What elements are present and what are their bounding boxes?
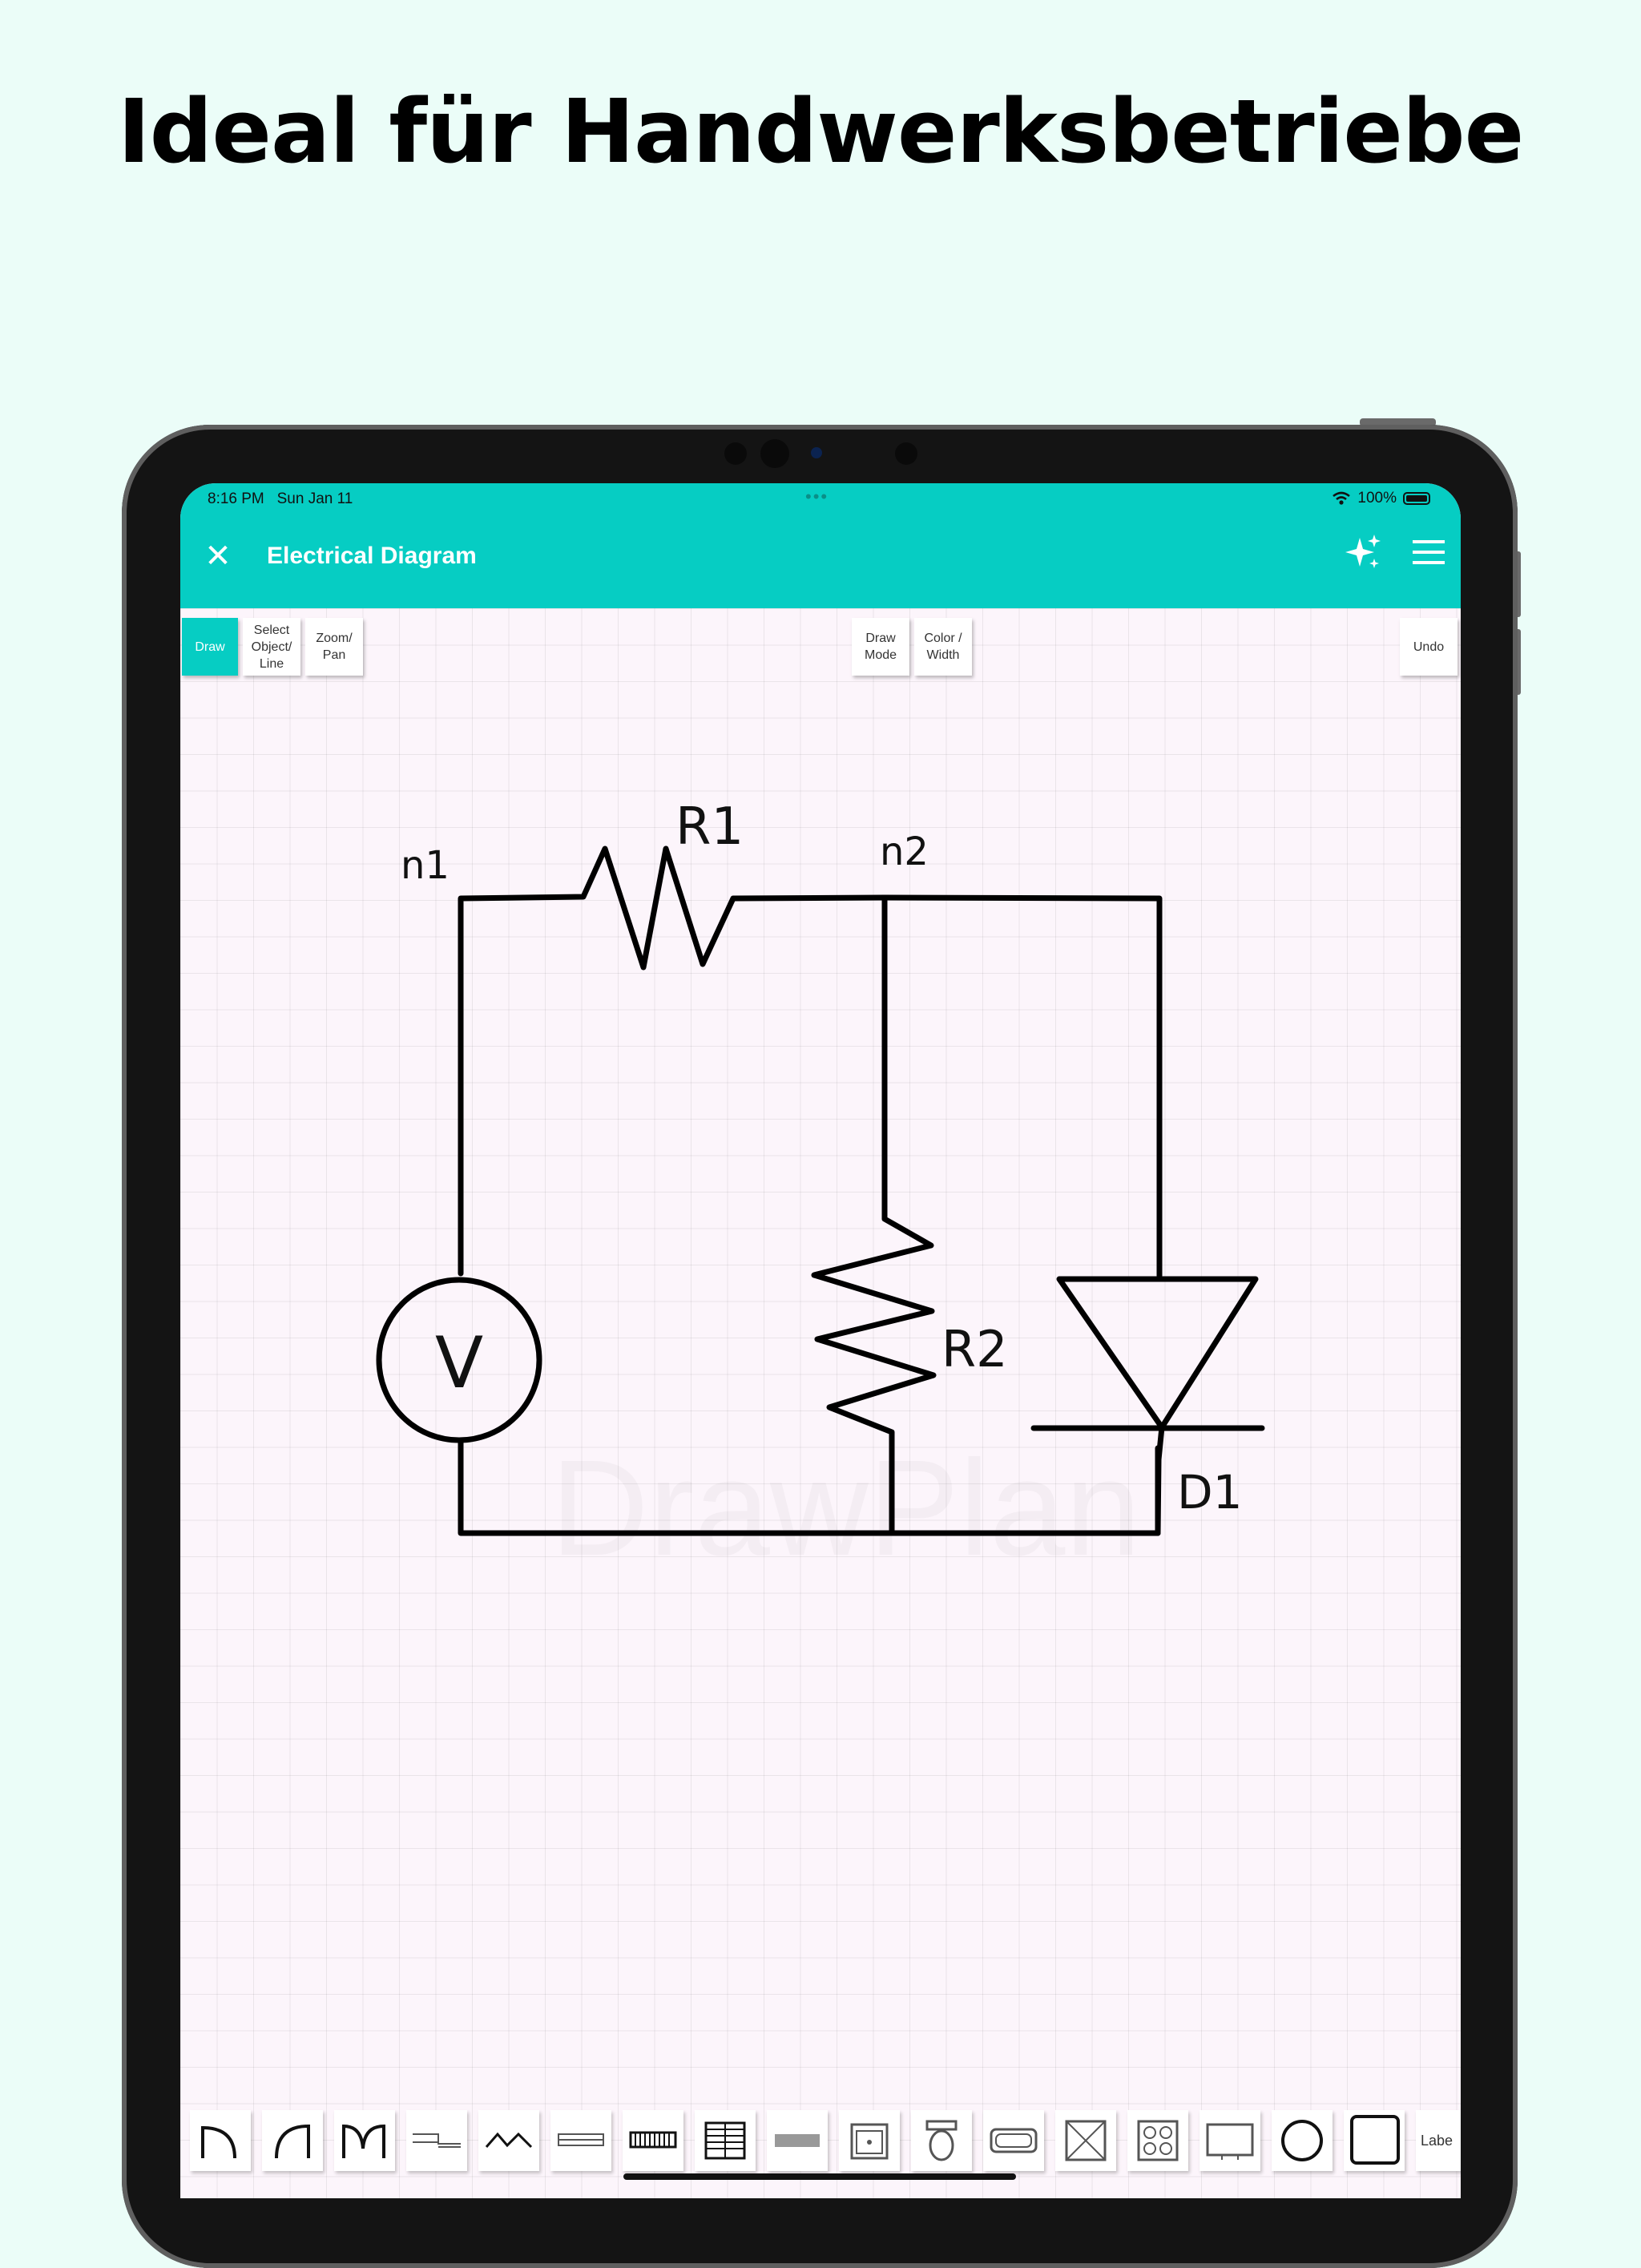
multitask-dots[interactable]: ••• (805, 486, 829, 506)
wire-bottom (458, 1439, 1161, 1536)
bar-icon[interactable] (767, 2110, 828, 2171)
sparkle-icon[interactable] (1342, 531, 1384, 573)
zigzag-icon[interactable] (478, 2110, 539, 2171)
volume-up-button (1514, 551, 1521, 617)
radiator-icon[interactable] (623, 2110, 683, 2171)
label-n2: n2 (880, 829, 929, 874)
app-title: Electrical Diagram (267, 543, 477, 569)
tool-select-button[interactable]: Select Object/ Line (243, 618, 300, 676)
toilet-icon[interactable] (911, 2110, 972, 2171)
tool-draw-button[interactable]: Draw (182, 618, 238, 676)
bathtub-icon[interactable] (983, 2110, 1044, 2171)
volume-down-button (1514, 629, 1521, 695)
cross-box-icon[interactable] (1055, 2110, 1116, 2171)
status-time: 8:16 PM Sun Jan 11 (208, 490, 353, 507)
label-n1: n1 (401, 843, 450, 888)
wifi-icon (1333, 491, 1351, 505)
battery-percent: 100% (1357, 490, 1397, 506)
camera-dot-right (895, 442, 917, 465)
label-tool-button[interactable]: Labe (1416, 2110, 1461, 2171)
label-r2: R2 (941, 1320, 1008, 1378)
close-icon[interactable]: ✕ (204, 539, 232, 574)
tv-icon[interactable] (1200, 2110, 1260, 2171)
camera-lens (760, 439, 789, 468)
stair-icon[interactable] (695, 2110, 756, 2171)
draw-mode-button[interactable]: Draw Mode (852, 618, 909, 676)
headline: Ideal für Handwerksbetriebe (117, 80, 1524, 183)
circuit-diagram[interactable]: R1 n1 n2 R2 D1 V (180, 608, 1461, 2198)
battery-icon (1403, 492, 1430, 505)
symbol-palette: Labe (180, 2110, 1461, 2182)
voltage-source-circle (376, 1277, 542, 1443)
undo-button[interactable]: Undo (1400, 618, 1458, 676)
label-v: V (435, 1322, 483, 1404)
camera-dot (724, 442, 747, 465)
tool-zoom-pan-button[interactable]: Zoom/ Pan (305, 618, 363, 676)
square-icon[interactable] (1344, 2110, 1405, 2171)
double-arch-icon[interactable] (334, 2110, 395, 2171)
camera-sensor (811, 447, 822, 458)
color-width-button[interactable]: Color / Width (914, 618, 972, 676)
label-r1: R1 (675, 797, 744, 857)
arch-right-icon[interactable] (262, 2110, 323, 2171)
power-button (1360, 418, 1436, 426)
stove-icon[interactable] (1127, 2110, 1188, 2171)
sink-icon[interactable] (839, 2110, 900, 2171)
ipad-screen: 8:16 PM Sun Jan 11 ••• 100% ✕ Electrical… (180, 483, 1461, 2198)
label-d1: D1 (1177, 1465, 1243, 1519)
app-bar: ✕ Electrical Diagram (180, 515, 1461, 608)
arch-left-icon[interactable] (190, 2110, 251, 2171)
drawing-canvas[interactable]: Draw Select Object/ Line Zoom/ Pan Draw … (180, 608, 1461, 2198)
wire-left-top (458, 845, 1163, 1279)
window-icon[interactable] (550, 2110, 611, 2171)
circle-icon[interactable] (1272, 2110, 1333, 2171)
wire-r2-branch (811, 895, 937, 1536)
step-line-icon[interactable] (406, 2110, 467, 2171)
status-right: 100% (1332, 490, 1430, 507)
wire-diode-lower (1155, 1424, 1165, 1536)
label-tool-text: Labe (1421, 2133, 1454, 2149)
menu-icon[interactable] (1408, 535, 1449, 570)
diode-triangle (1056, 1276, 1259, 1431)
home-indicator[interactable] (623, 2173, 1016, 2180)
status-bar: 8:16 PM Sun Jan 11 ••• 100% (180, 483, 1461, 515)
